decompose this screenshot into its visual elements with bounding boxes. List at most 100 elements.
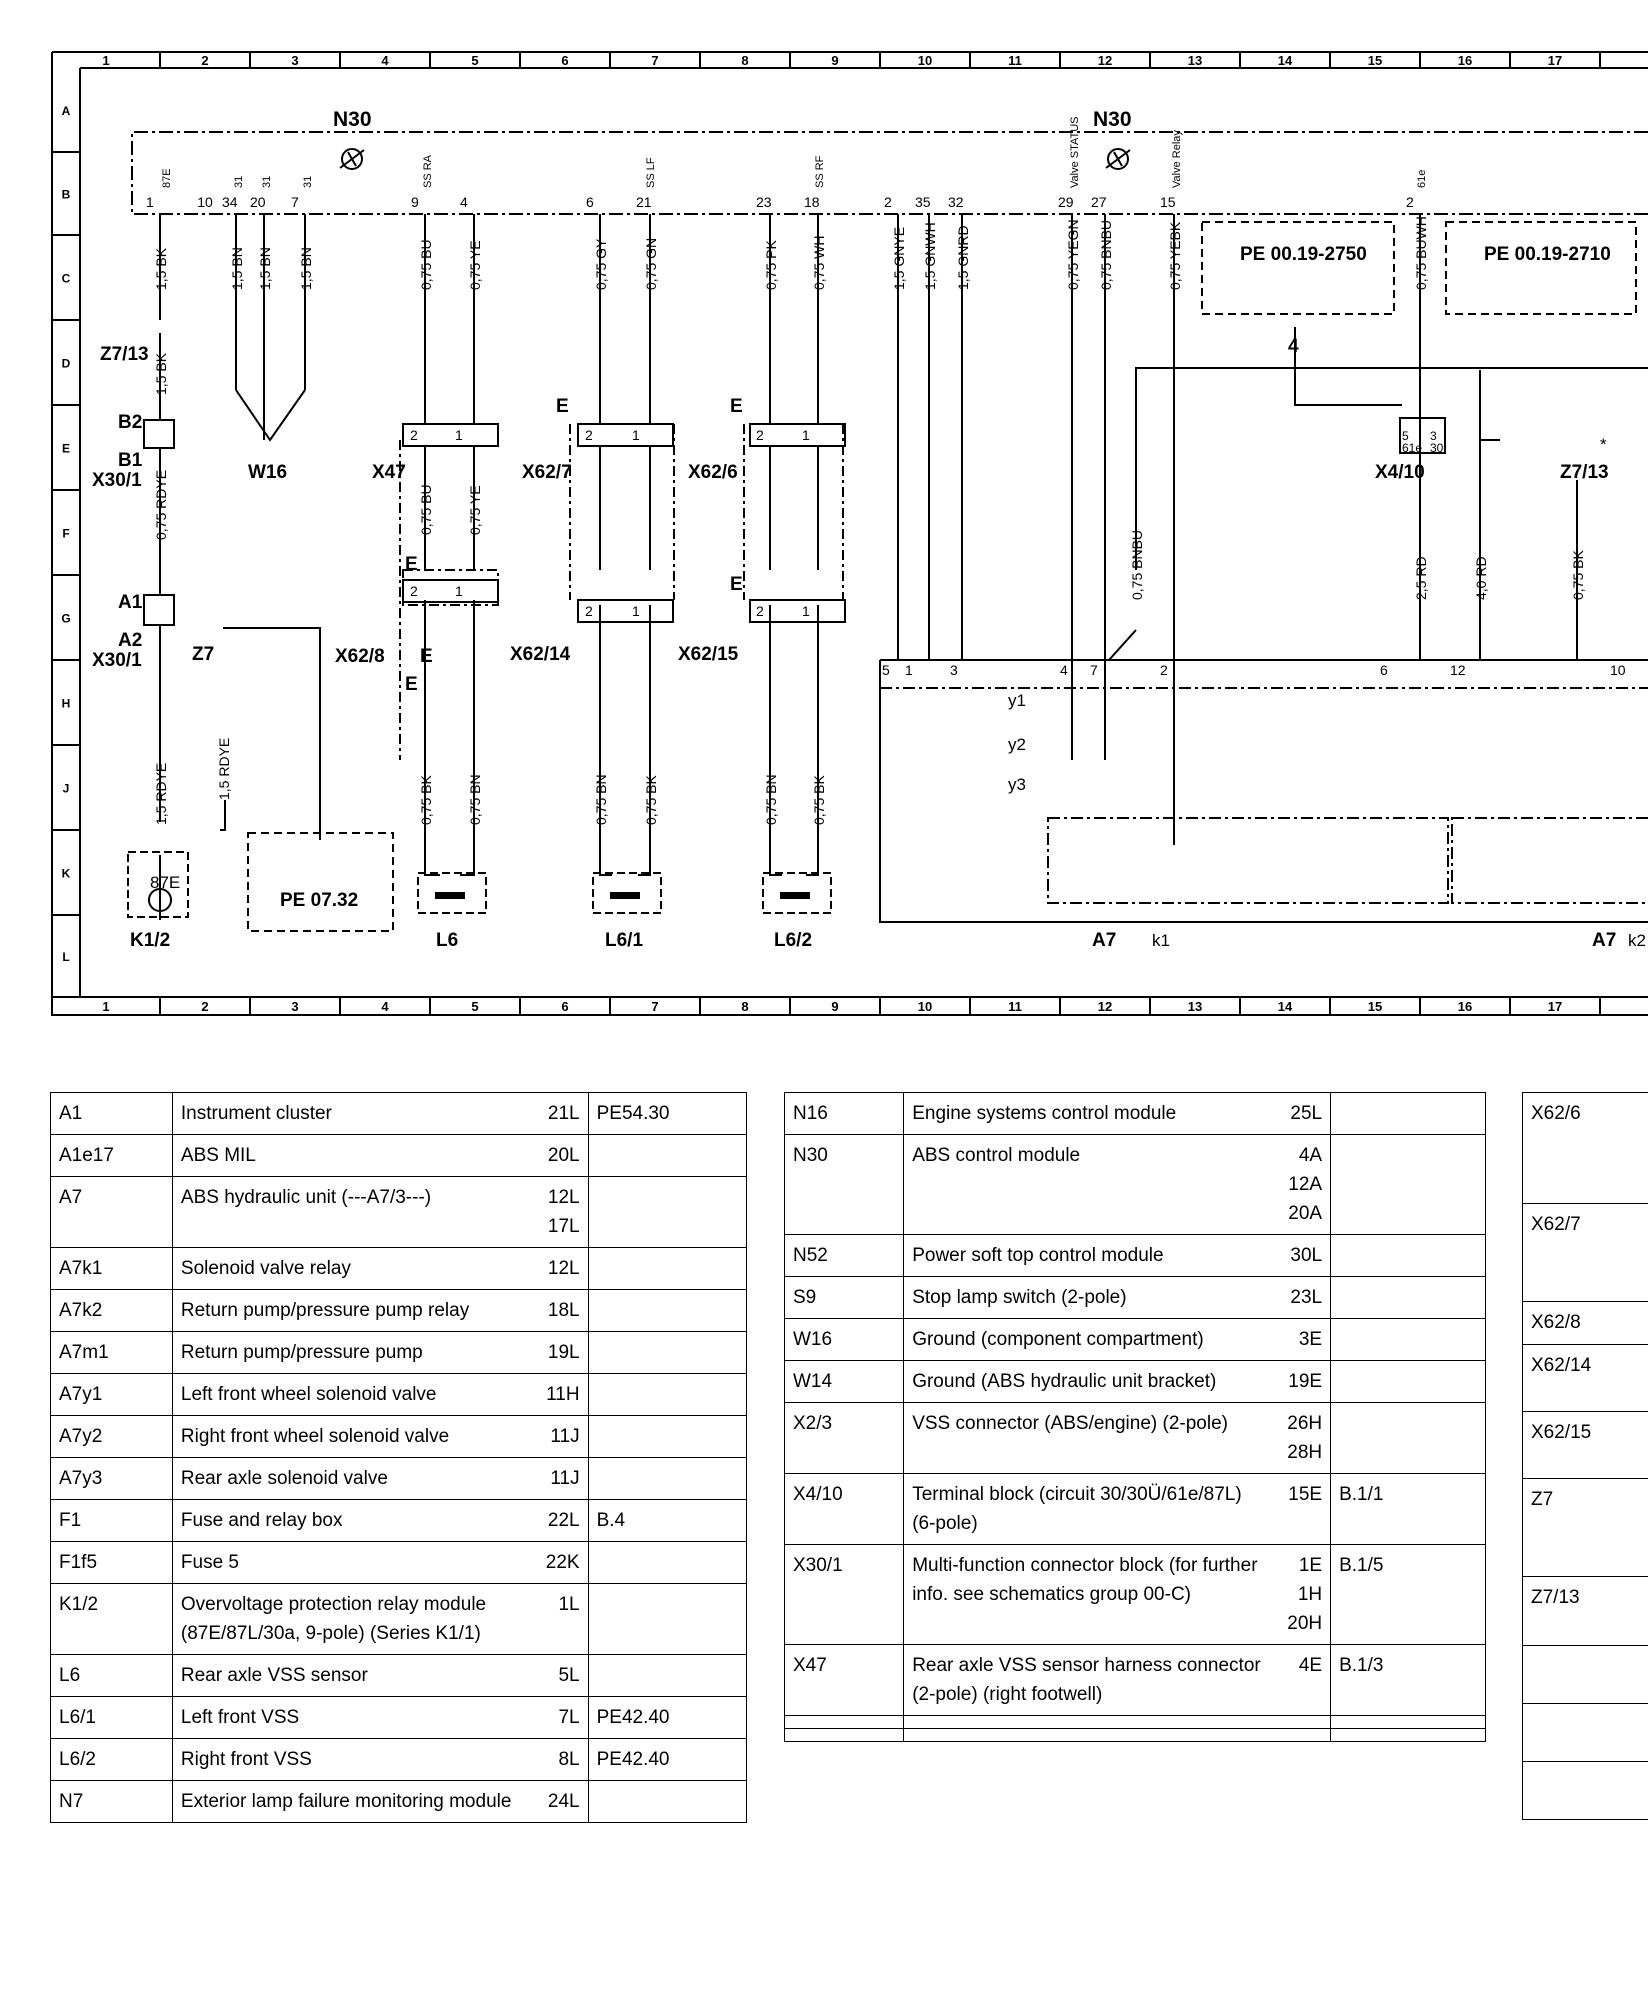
- component-label-a7: A7: [1092, 930, 1116, 951]
- n30-pin-number: 18: [804, 194, 820, 210]
- grid-column-numbers: 1122334455667788991010111112121313141415…: [102, 53, 1562, 1014]
- row-letter: H: [62, 697, 71, 711]
- wire-label: 0,75 YE: [467, 485, 483, 535]
- component-label-l6-2: L6/2: [774, 930, 812, 951]
- component-label-l6: L6: [436, 930, 458, 951]
- vss-coil-fills: [435, 892, 810, 899]
- a7-pin-label: 4: [1060, 662, 1068, 678]
- column-number-bottom: 6: [561, 999, 568, 1014]
- legend-ref: [1330, 1402, 1486, 1474]
- wire-label: 0,75 BU: [418, 484, 434, 535]
- n30-pin-number: 15: [1160, 194, 1176, 210]
- column-number-top: 1: [102, 53, 109, 68]
- n30-pin-number: 10: [197, 194, 213, 210]
- legend-code: [1522, 1645, 1648, 1704]
- legend-coord: 12L: [533, 1247, 589, 1290]
- legend-ref: [587, 1373, 748, 1416]
- column-number-top: 8: [741, 53, 748, 68]
- legend-ref: [1330, 1318, 1486, 1361]
- wire-label: 0,75 YEGN: [1065, 219, 1081, 290]
- connector-pin-label: 2: [585, 603, 593, 619]
- wire-label: 0,75 BN: [763, 774, 779, 825]
- legend-coord: 18L: [533, 1289, 589, 1332]
- legend-coord: 1E 1H 20H: [1277, 1544, 1332, 1645]
- column-number-top: 17: [1548, 53, 1562, 68]
- wire-label: 0,75 BK: [418, 775, 434, 825]
- n30-pin-number: 2: [1406, 194, 1414, 210]
- legend-desc: Right front VSS: [172, 1738, 534, 1781]
- legend-coord: 22K: [533, 1541, 589, 1584]
- legend-code: S9: [783, 1276, 905, 1319]
- wire-label: 0,75 WH: [811, 236, 827, 290]
- component-label-k-87e: 87E: [150, 873, 180, 892]
- n30-pin-number: 1: [146, 194, 154, 210]
- component-label-b1: B1: [118, 450, 143, 471]
- component-label-four: 4: [1288, 336, 1299, 357]
- legend-desc: Ground (component compartment): [903, 1318, 1278, 1361]
- n30-pin-number: 21: [636, 194, 652, 210]
- refbox-pe-00-19-2710: PE 00.19-2710: [1484, 244, 1611, 265]
- legend-coord: [1277, 1715, 1332, 1729]
- component-label-z7-13b: Z7/13: [1560, 462, 1609, 483]
- wire-label: 4,0 RD: [1473, 556, 1489, 600]
- column-number-top: 13: [1188, 53, 1202, 68]
- legend-ref: [587, 1134, 748, 1177]
- n30-pin-number: 35: [915, 194, 931, 210]
- n30-pin-number: 4: [460, 194, 468, 210]
- component-label-x62-8: X62/8: [335, 646, 385, 667]
- legend-desc: VSS connector (ABS/engine) (2-pole): [903, 1402, 1278, 1474]
- a7-pin-label: 2: [1160, 662, 1168, 678]
- legend-code: X47: [783, 1644, 905, 1716]
- legend-ref: B.1/5: [1330, 1544, 1486, 1645]
- legend-code: A7y3: [50, 1457, 173, 1500]
- legend-ref: [587, 1176, 748, 1248]
- n30-pin-function: 87E: [161, 168, 173, 188]
- component-label-k1: k1: [1152, 931, 1170, 950]
- legend-code: X2/3: [783, 1402, 905, 1474]
- n30-pin-function: Valve STATUS: [1069, 116, 1081, 188]
- legend-desc: Terminal block (circuit 30/30Ü/61e/87L) …: [903, 1473, 1278, 1545]
- legend-coord: 7L: [533, 1696, 589, 1739]
- wire-label: 0,75 BK: [643, 775, 659, 825]
- row-letter: L: [62, 950, 69, 964]
- legend-desc: Right front wheel solenoid valve: [172, 1415, 534, 1458]
- n30-pin-number: 32: [948, 194, 964, 210]
- legend-ref: [1330, 1276, 1486, 1319]
- legend-ref: PE42.40: [587, 1738, 748, 1781]
- legend-code: [1522, 1703, 1648, 1762]
- grid-ticks: [52, 52, 1601, 1015]
- legend-code: N30: [783, 1134, 905, 1235]
- legend-coord: 23L: [1277, 1276, 1332, 1319]
- legend-ref: [587, 1247, 748, 1290]
- n30-pin-function: 31: [302, 176, 314, 188]
- n30-pin-number: 9: [411, 194, 419, 210]
- wire-label: 2,5 RD: [1413, 556, 1429, 600]
- legend-code: A1: [50, 1092, 173, 1135]
- legend-desc: Solenoid valve relay: [172, 1247, 534, 1290]
- legend-code: K1/2: [50, 1583, 173, 1655]
- x4-10-pin-label: 3: [1430, 429, 1437, 443]
- legend-code: X62/15: [1522, 1411, 1648, 1479]
- legend-code: A7: [50, 1176, 173, 1248]
- row-letter: B: [62, 188, 71, 202]
- legend-ref: [587, 1289, 748, 1332]
- legend-code: X30/1: [783, 1544, 905, 1645]
- legend-row: X62/8: [1522, 1301, 1648, 1345]
- wire-label: 0,75 BK: [1570, 550, 1586, 600]
- shield-label-e: E: [730, 574, 743, 595]
- legend-desc: Instrument cluster: [172, 1092, 534, 1135]
- a7-outline: [879, 659, 1648, 923]
- legend-code: X62/8: [1522, 1301, 1648, 1345]
- legend-coord: 15E: [1277, 1473, 1332, 1545]
- legend-desc: Return pump/pressure pump relay: [172, 1289, 534, 1332]
- row-letter: J: [63, 782, 70, 796]
- legend-code: L6/2: [50, 1738, 173, 1781]
- n30-pin-number: 2: [884, 194, 892, 210]
- legend-desc: [903, 1715, 1278, 1729]
